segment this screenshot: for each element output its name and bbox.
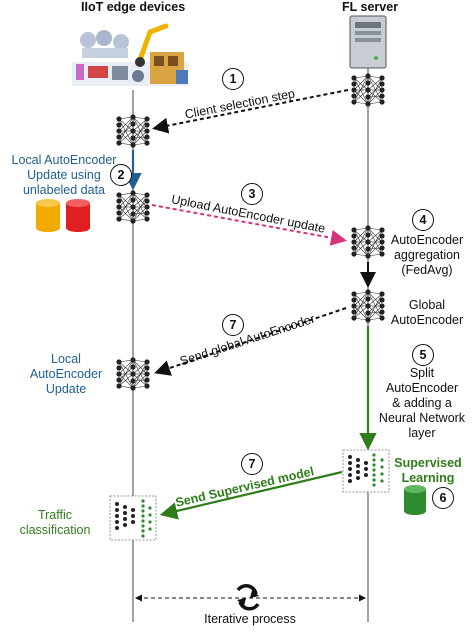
split-label-line-1: Split [409, 366, 435, 380]
step-7-badge-global: 7 [222, 314, 244, 336]
step-1-badge: 1 [222, 68, 244, 90]
step-3-badge: 3 [241, 183, 263, 205]
supervised-learning-line-1: Supervised [394, 456, 462, 470]
supervised-model-server [342, 449, 390, 493]
iterative-process-label: Iterative process [204, 612, 296, 626]
nn-icon-edge-3 [115, 356, 151, 392]
header-fl-server: FL server [342, 0, 399, 14]
refresh-icon [236, 584, 260, 611]
step-7-badge-supervised: 7 [241, 453, 263, 475]
split-label-line-2: AutoEncoder [385, 381, 459, 395]
local-update-label-line-2: Update using [27, 168, 101, 182]
nn-icon-edge-1 [115, 113, 151, 149]
split-label-line-3: & adding a [392, 396, 452, 410]
nn-icon-server-3 [350, 288, 386, 324]
split-label-line-5: layer [408, 426, 436, 440]
supervised-learning-line-2: Learning [401, 471, 455, 485]
server-icon [349, 15, 387, 69]
arrow-upload-update [151, 204, 347, 246]
database-icon-red [66, 199, 90, 232]
local-ae-update-line-3: Update [45, 382, 87, 396]
iiot-devices-illustration [72, 23, 188, 86]
arrow-send-supervised [159, 470, 343, 520]
local-update-label-line-1: Local AutoEncoder [11, 153, 117, 167]
step-4-badge: 4 [412, 209, 434, 231]
aggregation-label-line-2: aggregation [393, 248, 461, 262]
step-5-badge: 5 [412, 344, 434, 366]
global-label-line-2: AutoEncoder [390, 313, 464, 327]
database-icon-orange [36, 199, 60, 232]
local-ae-update-line-2: AutoEncoder [29, 367, 103, 381]
aggregation-label-line-3: (FedAvg) [401, 263, 453, 277]
header-edge-devices: IIoT edge devices [81, 0, 186, 14]
nn-icon-server-1 [350, 72, 386, 108]
nn-icon-server-2 [350, 224, 386, 260]
aggregation-label-line-1: AutoEncoder [390, 233, 464, 247]
split-label-line-4: Neural Network [378, 411, 466, 425]
global-label-line-1: Global [408, 298, 446, 312]
arrow-send-global [154, 307, 347, 376]
traffic-label-line-2: classification [19, 523, 91, 537]
local-ae-update-line-1: Local [51, 352, 81, 366]
traffic-label-line-1: Traffic [37, 508, 73, 522]
arrow-client-selection [152, 89, 349, 134]
local-update-label-line-3: unlabeled data [22, 183, 106, 197]
nn-icon-edge-2 [115, 189, 151, 225]
supervised-model-edge [109, 495, 157, 541]
database-icon-green [404, 485, 426, 515]
step-2-badge: 2 [110, 164, 132, 186]
step-6-badge: 6 [432, 487, 454, 509]
